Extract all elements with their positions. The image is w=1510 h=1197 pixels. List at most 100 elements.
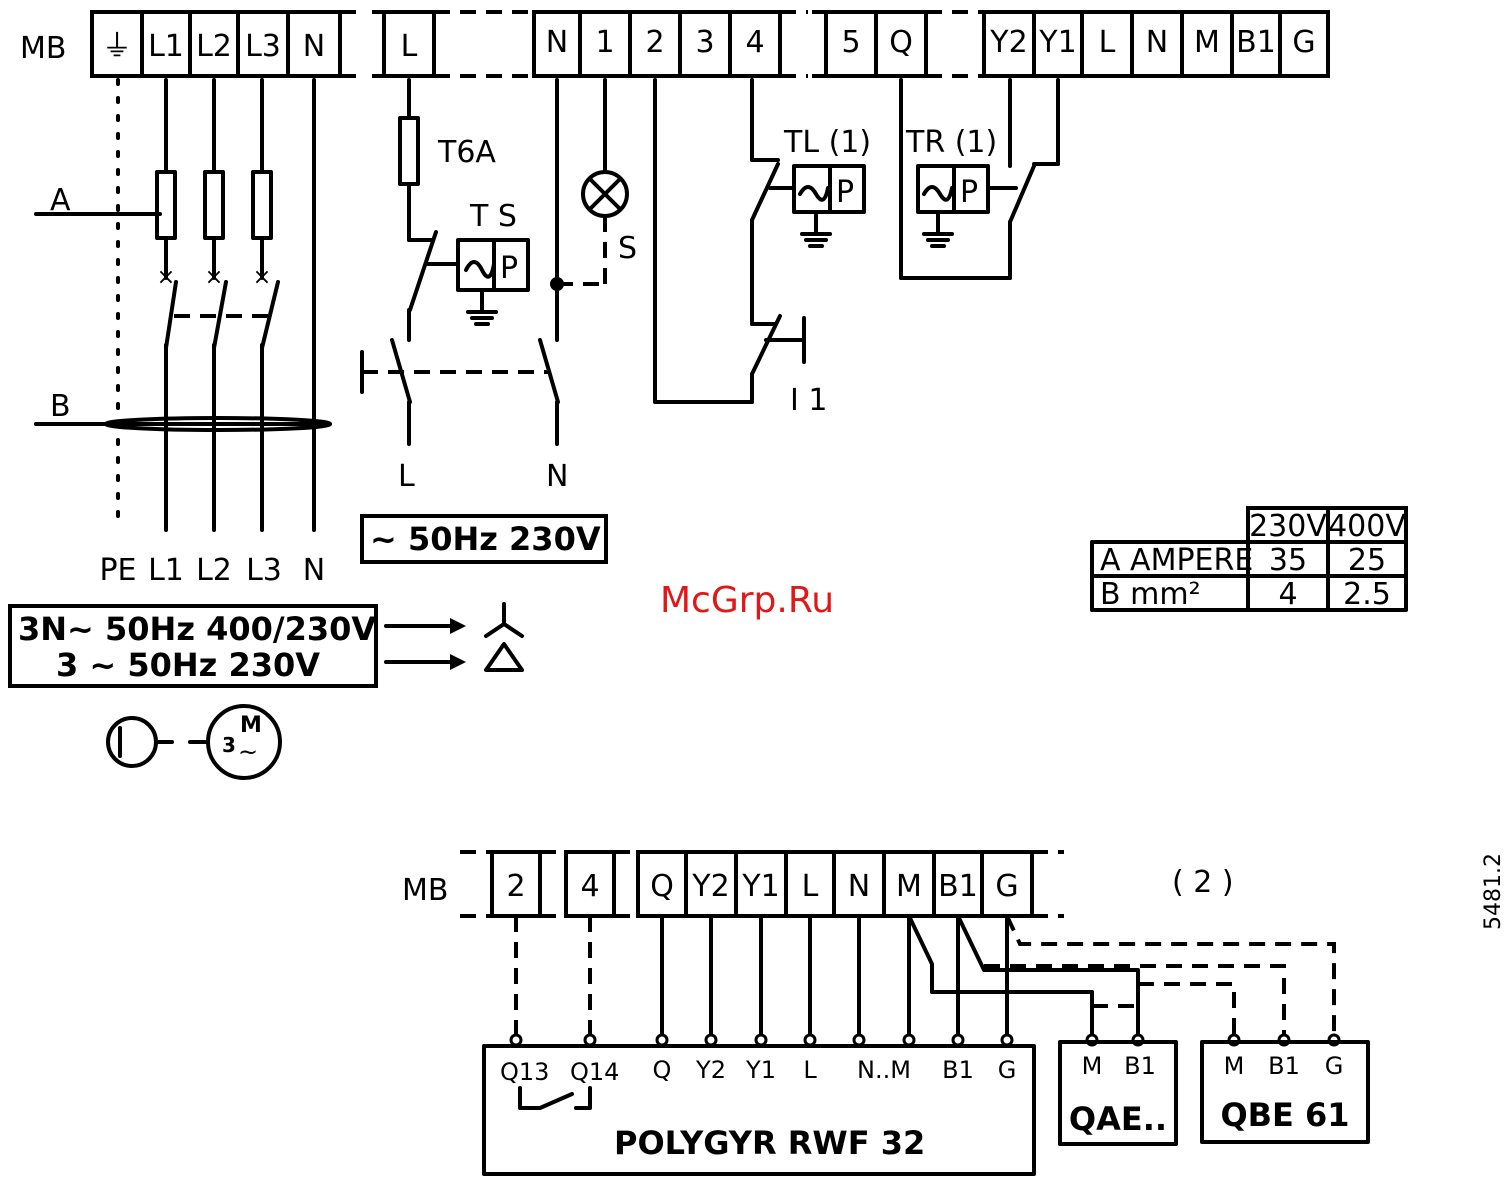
bottom-terminal-g: G xyxy=(995,869,1018,904)
terminal-group-mains: ⏚ L1 L2 L3 N xyxy=(90,10,342,78)
svg-text:~: ~ xyxy=(238,738,258,766)
terminal-n-ctrl: N xyxy=(546,25,568,60)
qae-name: QAE.. xyxy=(1069,1100,1167,1138)
svg-text:P: P xyxy=(960,175,978,210)
terminal-n-reg: N xyxy=(1146,25,1168,60)
terminal-3: 3 xyxy=(695,25,714,60)
pin-q13: Q13 xyxy=(500,1058,549,1086)
motor-symbols: M 3 ~ xyxy=(106,704,282,780)
svg-text:P: P xyxy=(500,251,518,286)
mb-label-top: MB xyxy=(20,31,66,66)
bottom-terminal-n: N xyxy=(848,869,870,904)
rating-table: 230V 400V A AMPERE 35 25 B mm² 4 2.5 xyxy=(1090,506,1408,612)
bottom-terminal-q: Q xyxy=(650,869,674,904)
mains-supply-box: 3N~ 50Hz 400/230V 3 ~ 50Hz 230V xyxy=(8,602,524,688)
label-a: A xyxy=(50,183,71,218)
pin-b1: B1 xyxy=(942,1056,974,1084)
pin-q: Q xyxy=(653,1056,672,1084)
label-b: B xyxy=(50,389,71,424)
fuse-t6a xyxy=(398,116,420,186)
motor-3ph-icon xyxy=(206,704,282,780)
table-row-b-230: 4 xyxy=(1278,577,1297,612)
terminal-1: 1 xyxy=(595,25,614,60)
qae-pin-m: M xyxy=(1082,1052,1103,1080)
terminal-4: 4 xyxy=(745,25,764,60)
pin-q14: Q14 xyxy=(570,1058,619,1086)
terminal-q: Q xyxy=(889,25,913,60)
label-t6a: T6A xyxy=(437,135,496,170)
bottom-wiring xyxy=(509,914,1341,1047)
label-tr: TR (1) xyxy=(905,125,997,160)
terminal-group-control: N 1 2 3 4 xyxy=(532,10,808,78)
terminal-l2: L2 xyxy=(196,29,232,64)
table-row-b-label: B mm² xyxy=(1100,577,1201,612)
terminal-group-regulator: Y2 Y1 L N M B1 G xyxy=(982,10,1330,78)
terminal-5: 5 xyxy=(841,25,860,60)
pin-y2: Y2 xyxy=(695,1056,726,1084)
pin-y1: Y1 xyxy=(745,1056,776,1084)
bottom-terminal-l: L xyxy=(802,869,819,904)
supply-230v-box: ~ 50Hz 230V xyxy=(360,514,608,564)
terminal-m-reg: M xyxy=(1194,25,1220,60)
watermark: McGrp.Ru xyxy=(660,580,834,621)
row-l2: L2 xyxy=(196,553,232,588)
terminal-l1: L1 xyxy=(148,29,184,64)
drawing-code: 5481.2 xyxy=(1481,853,1506,930)
bottom-terminal-2: 2 xyxy=(506,869,525,904)
svg-text:×: × xyxy=(157,265,175,290)
row-n: N xyxy=(303,553,325,588)
terminal-group-l: L xyxy=(372,10,534,78)
svg-text:×: × xyxy=(253,265,271,290)
label-tl: TL (1) xyxy=(783,125,871,160)
terminal-y1: Y1 xyxy=(1038,25,1076,60)
qbe-name: QBE 61 xyxy=(1220,1096,1349,1134)
terminal-l3: L3 xyxy=(245,29,281,64)
terminal-y2: Y2 xyxy=(989,25,1027,60)
pin-l: L xyxy=(803,1056,817,1084)
qae-sensor: M B1 QAE.. xyxy=(1058,1040,1178,1146)
terminal-n: N xyxy=(303,29,325,64)
label-switch-n: N xyxy=(546,459,568,494)
mains-line-2: 3 ~ 50Hz 230V xyxy=(56,646,320,684)
svg-text:×: × xyxy=(205,265,223,290)
qbe-sensor: M B1 G QBE 61 xyxy=(1200,1040,1370,1144)
terminal-b1-reg: B1 xyxy=(1236,25,1276,60)
mains-wiring: × × × xyxy=(34,78,332,532)
table-row-a-label: A AMPERE xyxy=(1100,543,1253,578)
terminal-g-reg: G xyxy=(1292,25,1315,60)
table-row-a-400: 25 xyxy=(1348,543,1386,578)
qbe-pin-b1: B1 xyxy=(1268,1052,1300,1080)
label-lamp-s: S xyxy=(618,231,637,266)
row-l3: L3 xyxy=(246,553,282,588)
row-l1: L1 xyxy=(148,553,184,588)
bottom-terminal-y2: Y2 xyxy=(691,869,729,904)
svg-text:M: M xyxy=(240,713,262,738)
supply-text: ~ 50Hz 230V xyxy=(370,520,601,558)
polygyr-controller: Q13 Q14 Q Y2 Y1 L N..M B1 G POLYGYR RWF … xyxy=(482,1044,1036,1176)
table-head-230v: 230V xyxy=(1249,509,1327,544)
pin-g: G xyxy=(998,1056,1017,1084)
terminal-group-5q: 5 Q xyxy=(812,10,984,78)
bottom-terminal-m: M xyxy=(896,869,922,904)
qbe-pin-m: M xyxy=(1224,1052,1245,1080)
table-row-b-400: 2.5 xyxy=(1343,577,1391,612)
table-row-a-230: 35 xyxy=(1269,543,1307,578)
terminal-l-reg: L xyxy=(1099,25,1116,60)
bottom-terminal-b1: B1 xyxy=(938,869,978,904)
terminal-l-aux: L xyxy=(401,29,418,64)
row-pe: PE xyxy=(99,553,136,588)
svg-text:3: 3 xyxy=(222,733,236,757)
pin-n-m: N..M xyxy=(857,1056,911,1084)
terminal-earth: ⏚ xyxy=(102,29,132,64)
thermostat-section: P P xyxy=(653,78,1060,404)
table-head-400v: 400V xyxy=(1328,509,1406,544)
label-i1: I 1 xyxy=(790,383,827,418)
bottom-terminal-strip: 2 4 Q Y2 Y1 L N M B1 G xyxy=(460,850,1064,918)
terminal-2: 2 xyxy=(645,25,664,60)
mb-label-bottom: MB xyxy=(402,873,448,908)
label-ts: T S xyxy=(469,199,517,234)
svg-text:P: P xyxy=(836,175,854,210)
qbe-pin-g: G xyxy=(1325,1052,1344,1080)
main-switch-section: P xyxy=(360,78,629,446)
